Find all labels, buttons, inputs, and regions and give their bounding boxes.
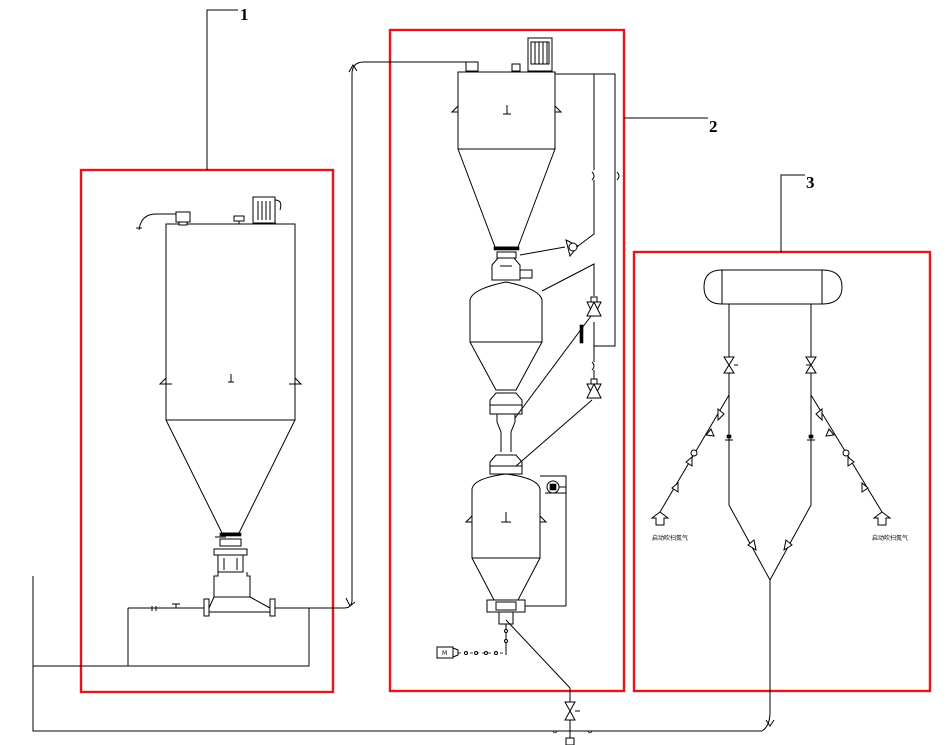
silo-top-fittings bbox=[136, 211, 245, 231]
storage-silo bbox=[158, 223, 303, 534]
nitrogen-inlet-left-icon bbox=[650, 511, 670, 526]
callout-3: 3 bbox=[780, 173, 815, 252]
vent-balance-piping bbox=[514, 73, 620, 467]
send-tank-2 bbox=[464, 473, 548, 601]
silo-discharge-valve bbox=[213, 532, 248, 573]
gas-supply-piping bbox=[32, 576, 762, 732]
level-gauge-group2 bbox=[540, 475, 567, 606]
gas-label-right: 启动吹扫氮气 bbox=[872, 534, 908, 542]
vent-valve-1-icon bbox=[565, 239, 579, 258]
callout-label-2: 2 bbox=[709, 117, 718, 136]
nitrogen-valves bbox=[671, 356, 869, 552]
nitrogen-buffer-tank bbox=[703, 269, 843, 305]
middle-valve-assembly bbox=[489, 392, 523, 452]
nitrogen-distribution-piping bbox=[659, 304, 883, 732]
receiving-hopper bbox=[450, 61, 563, 248]
tank-outlet-feeder bbox=[486, 599, 566, 655]
nitrogen-inlet-right-icon bbox=[872, 511, 892, 526]
motor-label: M bbox=[442, 650, 447, 657]
callout-label-1: 1 bbox=[240, 5, 249, 24]
hopper-filter-icon bbox=[527, 37, 553, 72]
rotary-feeder-box bbox=[128, 572, 344, 617]
pneumatic-transfer-line bbox=[343, 61, 468, 609]
group-frame-2 bbox=[388, 28, 626, 693]
motor-drive: M bbox=[436, 629, 508, 659]
callout-label-3: 3 bbox=[806, 173, 815, 192]
sight-glass-indicator bbox=[579, 324, 584, 344]
gas-label-left: 启动吹扫氮气 bbox=[652, 534, 688, 542]
callout-1: 1 bbox=[206, 5, 249, 170]
vent-valve-2-icon bbox=[586, 296, 602, 318]
send-tank-1 bbox=[469, 281, 543, 391]
vent-valve-3-icon bbox=[586, 378, 602, 400]
discharge-line bbox=[505, 619, 593, 745]
conveying-line-valve bbox=[151, 603, 180, 611]
callout-2: 2 bbox=[624, 117, 718, 136]
group-frame-3 bbox=[632, 250, 932, 693]
upper-valve-assembly bbox=[491, 246, 533, 281]
silo-dust-filter-icon bbox=[252, 196, 282, 224]
